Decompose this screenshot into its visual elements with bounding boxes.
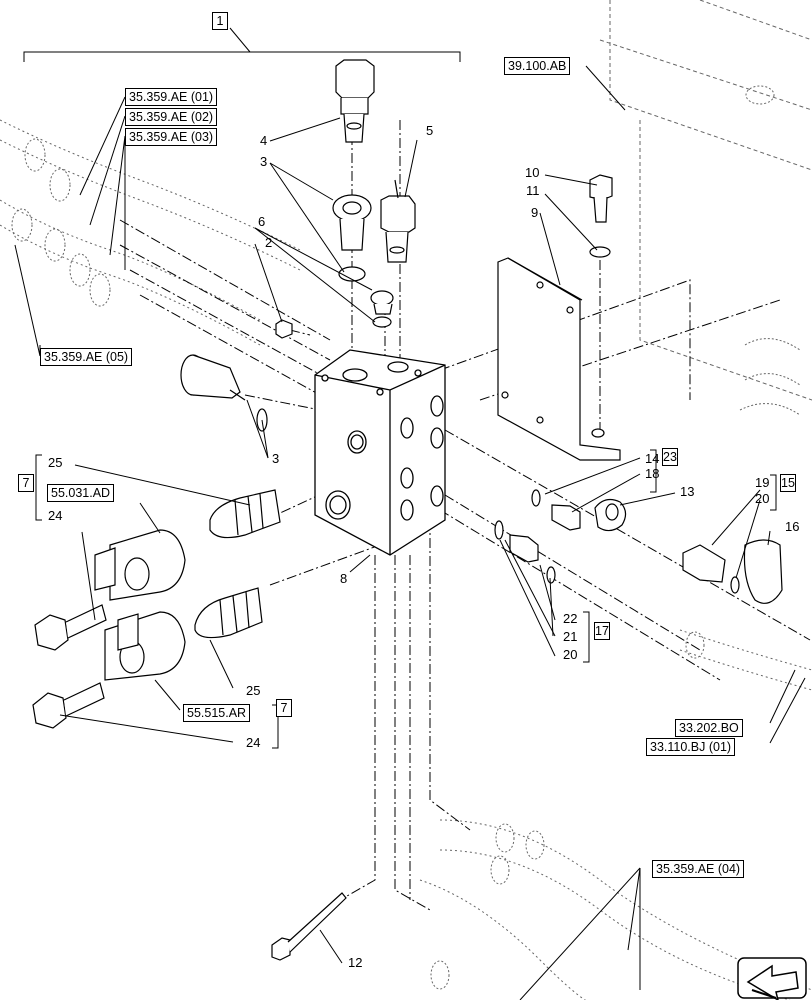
label-part-21: 21 bbox=[563, 629, 578, 644]
label-part-3: 3 bbox=[260, 154, 268, 169]
label-part-25-lower: 25 bbox=[246, 683, 261, 698]
ref-35-359-ae-05[interactable]: 35.359.AE (05) bbox=[40, 348, 133, 366]
label-part-3-lower: 3 bbox=[272, 451, 280, 466]
group-box-23: 23 bbox=[662, 448, 678, 466]
group-box-7-upper: 7 bbox=[18, 474, 34, 492]
ref-55-515-ar[interactable]: 55.515.AR bbox=[183, 704, 251, 722]
label-part-12: 12 bbox=[348, 955, 363, 970]
valve-block bbox=[314, 349, 446, 556]
ref-39-100-ab[interactable]: 39.100.AB bbox=[504, 57, 571, 75]
label-part-2: 2 bbox=[265, 235, 273, 250]
ref-33-110-bj-01[interactable]: 33.110.BJ (01) bbox=[646, 738, 736, 756]
label-part-11: 11 bbox=[526, 183, 540, 198]
label-part-8: 8 bbox=[340, 571, 348, 586]
navigation-arrow-icon[interactable] bbox=[737, 957, 807, 1000]
group-box-15: 15 bbox=[780, 474, 796, 492]
label-part-24-lower: 24 bbox=[246, 735, 261, 750]
small-parts bbox=[32, 59, 783, 961]
label-part-16: 16 bbox=[785, 519, 800, 534]
ref-35-359-ae-03[interactable]: 35.359.AE (03) bbox=[125, 128, 218, 146]
label-part-6: 6 bbox=[258, 214, 266, 229]
ref-35-359-ae-04[interactable]: 35.359.AE (04) bbox=[652, 860, 745, 878]
leader-lines bbox=[14, 27, 806, 1000]
label-part-20-lower: 20 bbox=[563, 647, 578, 662]
label-part-10: 10 bbox=[525, 165, 540, 180]
label-part-24-upper: 24 bbox=[48, 508, 63, 523]
label-part-1: 1 bbox=[212, 12, 228, 30]
label-part-22: 22 bbox=[563, 611, 578, 626]
ref-35-359-ae-02[interactable]: 35.359.AE (02) bbox=[125, 108, 218, 126]
label-part-20-right: 20 bbox=[755, 491, 770, 506]
label-part-25-upper: 25 bbox=[48, 455, 63, 470]
bracket-9 bbox=[497, 257, 621, 461]
label-part-13: 13 bbox=[680, 484, 695, 499]
label-part-19: 19 bbox=[755, 475, 770, 490]
group-box-7-lower: 7 bbox=[276, 699, 292, 717]
label-part-9: 9 bbox=[531, 205, 539, 220]
ref-33-202-bo[interactable]: 33.202.BO bbox=[675, 719, 743, 737]
label-part-5: 5 bbox=[426, 123, 434, 138]
ref-35-359-ae-01[interactable]: 35.359.AE (01) bbox=[125, 88, 218, 106]
group-box-17: 17 bbox=[594, 622, 610, 640]
ref-55-031-ad[interactable]: 55.031.AD bbox=[47, 484, 115, 502]
label-part-18: 18 bbox=[645, 466, 660, 481]
label-part-14: 14 bbox=[645, 451, 660, 466]
label-part-4: 4 bbox=[260, 133, 268, 148]
